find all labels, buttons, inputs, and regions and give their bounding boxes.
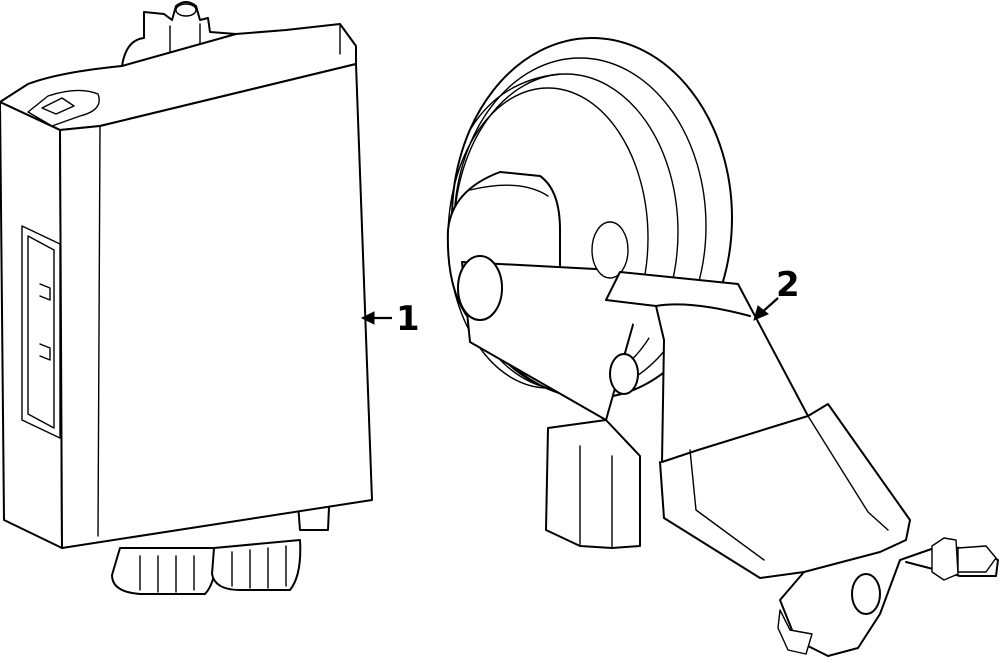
callout-2-arrowhead bbox=[753, 305, 769, 321]
module-housing bbox=[0, 23, 373, 549]
horn-bracket bbox=[605, 271, 999, 657]
horn-terminal bbox=[545, 419, 641, 549]
module-part bbox=[0, 1, 373, 595]
horn-mounting-arm bbox=[457, 221, 641, 421]
callout-2-number: 2 bbox=[776, 265, 800, 305]
callout-1-number: 1 bbox=[396, 299, 420, 339]
callout-2: 2 bbox=[753, 265, 800, 321]
callout-1: 1 bbox=[360, 299, 420, 339]
horn-part bbox=[446, 37, 999, 657]
callout-1-arrowhead bbox=[360, 311, 375, 325]
